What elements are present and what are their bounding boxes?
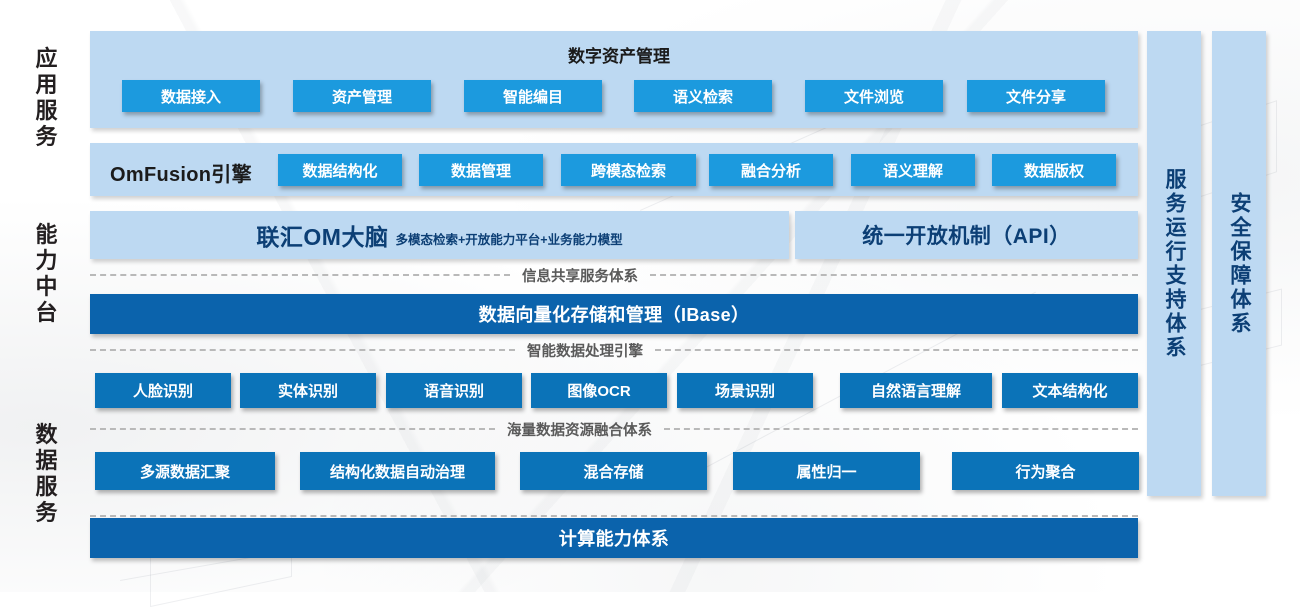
unified-open-api-panel: 统一开放机制（API） [795, 211, 1138, 259]
divider-dash-right [664, 428, 1138, 430]
column-security-assurance: 安全保障体系 [1212, 31, 1266, 496]
divider-dash-left [90, 428, 495, 430]
chip-file-browse[interactable]: 文件浏览 [805, 80, 943, 112]
side-label-data-service: 数据服务 [26, 422, 68, 526]
column-label: 安全保障体系 [1228, 191, 1251, 336]
divider-caption: 信息共享服务体系 [522, 268, 638, 285]
chip-attribute-normalization[interactable]: 属性归一 [733, 452, 920, 490]
digital-asset-panel [90, 31, 1138, 128]
chip-image-ocr[interactable]: 图像OCR [531, 373, 667, 408]
divider-bottom [90, 506, 1138, 526]
chip-structured-data-governance[interactable]: 结构化数据自动治理 [300, 452, 495, 490]
chip-semantic-search[interactable]: 语义检索 [634, 80, 772, 112]
chip-speech-recognition[interactable]: 语音识别 [386, 373, 522, 408]
divider-dash-right [655, 349, 1138, 351]
chip-data-structuring[interactable]: 数据结构化 [278, 154, 402, 186]
side-label-text: 数据服务 [35, 422, 59, 525]
divider-info-sharing: 信息共享服务体系 [90, 265, 1138, 285]
divider-data-resource-fusion: 海量数据资源融合体系 [90, 419, 1138, 439]
chip-multi-source-aggregation[interactable]: 多源数据汇聚 [95, 452, 275, 490]
chip-asset-management[interactable]: 资产管理 [293, 80, 431, 112]
divider-dash-right [650, 274, 1138, 276]
chip-semantic-understanding[interactable]: 语义理解 [851, 154, 975, 186]
digital-asset-title: 数字资产管理 [568, 47, 670, 66]
side-label-capability-midplatform: 能力中台 [26, 222, 68, 326]
om-brain-title: 联汇OM大脑 [256, 224, 389, 250]
column-service-operation-support: 服务运行支持体系 [1147, 31, 1201, 496]
divider-caption: 海量数据资源融合体系 [507, 422, 652, 439]
divider-smart-data-engine: 智能数据处理引擎 [90, 340, 1138, 360]
chip-data-copyright[interactable]: 数据版权 [992, 154, 1116, 186]
divider-caption: 智能数据处理引擎 [527, 343, 643, 360]
chip-hybrid-storage[interactable]: 混合存储 [520, 452, 707, 490]
omfusion-engine-label: OmFusion引擎 [110, 164, 252, 186]
chip-entity-recognition[interactable]: 实体识别 [240, 373, 376, 408]
chip-face-recognition[interactable]: 人脸识别 [95, 373, 231, 408]
side-label-text: 能力中台 [35, 222, 59, 325]
om-brain-subtitle: 多模态检索+开放能力平台+业务能力模型 [395, 232, 623, 247]
divider-dash-left [90, 349, 515, 351]
divider-dash-left [90, 274, 510, 276]
chip-data-access[interactable]: 数据接入 [122, 80, 260, 112]
chip-smart-cataloging[interactable]: 智能编目 [464, 80, 602, 112]
side-label-application-service: 应用服务 [26, 46, 68, 150]
chip-file-share[interactable]: 文件分享 [967, 80, 1105, 112]
divider-dash [90, 515, 1138, 517]
chip-behavior-aggregation[interactable]: 行为聚合 [952, 452, 1139, 490]
chip-text-structuring[interactable]: 文本结构化 [1002, 373, 1138, 408]
om-brain-panel: 联汇OM大脑 多模态检索+开放能力平台+业务能力模型 [90, 211, 789, 259]
chip-scene-recognition[interactable]: 场景识别 [677, 373, 813, 408]
column-label: 服务运行支持体系 [1163, 167, 1186, 360]
chip-cross-modal-retrieval[interactable]: 跨模态检索 [561, 154, 696, 186]
chip-natural-language-understanding[interactable]: 自然语言理解 [840, 373, 992, 408]
ibase-storage-bar: 数据向量化存储和管理（IBase） [90, 294, 1138, 334]
side-label-text: 应用服务 [35, 46, 59, 149]
compute-capability-bar: 计算能力体系 [90, 518, 1138, 558]
chip-fusion-analysis[interactable]: 融合分析 [709, 154, 833, 186]
chip-data-management[interactable]: 数据管理 [419, 154, 543, 186]
